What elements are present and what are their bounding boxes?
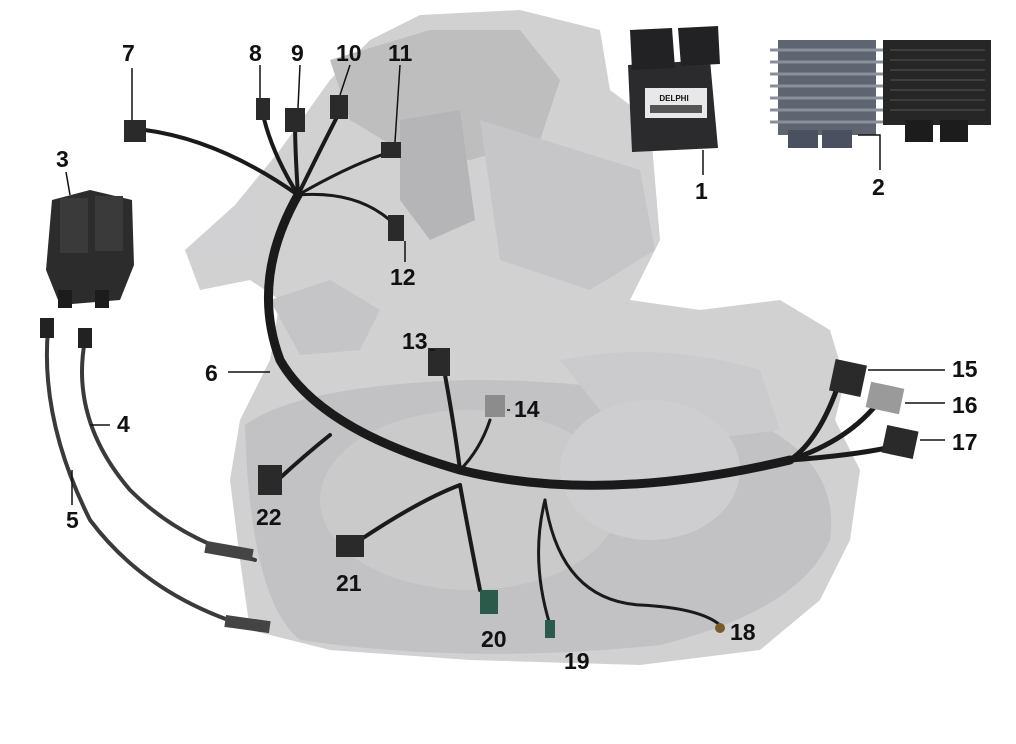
ecu-module: DELPHI (628, 26, 720, 152)
callout-2: 2 (872, 174, 885, 200)
callout-17: 17 (952, 429, 978, 455)
callout-8: 8 (249, 40, 262, 66)
callout-9: 9 (291, 40, 304, 66)
callout-15: 15 (952, 356, 978, 382)
callout-11: 11 (388, 40, 413, 66)
callout-12: 12 (390, 264, 416, 290)
leader-lines (65, 64, 945, 505)
callout-4: 4 (117, 411, 130, 437)
callout-14: 14 (514, 396, 540, 422)
callout-20: 20 (481, 626, 507, 652)
callout-19: 19 (564, 648, 590, 674)
callout-13: 13 (402, 328, 428, 354)
callout-22: 22 (256, 504, 282, 530)
callout-3: 3 (56, 146, 69, 172)
callout-16: 16 (952, 392, 978, 418)
ignition-coil (46, 190, 134, 308)
callout-21: 21 (336, 570, 362, 596)
engine-silhouette (185, 10, 860, 665)
sensor-leads (44, 328, 262, 632)
ecu-brand-text: DELPHI (659, 94, 688, 103)
callout-18: 18 (730, 619, 756, 645)
callout-1: 1 (695, 178, 708, 204)
callout-7: 7 (122, 40, 135, 66)
voltage-regulators (770, 40, 991, 148)
callout-6: 6 (205, 360, 218, 386)
callout-5: 5 (66, 507, 79, 533)
callout-10: 10 (336, 40, 362, 66)
connectors (124, 95, 919, 638)
